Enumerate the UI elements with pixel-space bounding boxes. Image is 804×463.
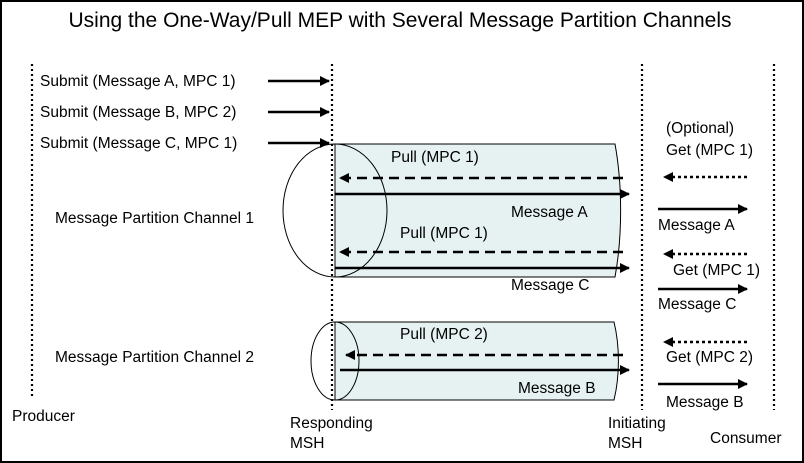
message-c-label: Message C (511, 277, 589, 294)
message-b-label: Message B (518, 380, 596, 397)
consumer-label: Consumer (710, 430, 782, 447)
pull-mpc2-label: Pull (MPC 2) (400, 326, 488, 343)
optional-label: (Optional) (666, 120, 734, 137)
message-a-label: Message A (511, 204, 588, 221)
pull-mpc1-label-1: Pull (MPC 1) (391, 149, 479, 166)
channel-2-label: Message Partition Channel 2 (55, 349, 254, 366)
submit-c-label: Submit (Message C, MPC 1) (40, 135, 237, 152)
submit-b-label: Submit (Message B, MPC 2) (40, 104, 236, 121)
get-mpc1-label-1: Get (MPC 1) (666, 142, 753, 159)
producer-label: Producer (12, 408, 75, 425)
pull-mpc1-label-2: Pull (MPC 1) (400, 225, 488, 242)
submit-a-label: Submit (Message A, MPC 1) (40, 73, 236, 90)
deliver-c-label: Message C (658, 296, 736, 313)
deliver-b-label: Message B (666, 394, 744, 411)
channel-2-body (334, 321, 619, 401)
channel-2-opening (310, 321, 360, 401)
initiating-label-line2: MSH (608, 435, 642, 452)
diagram-title: Using the One-Way/Pull MEP with Several … (69, 9, 732, 32)
get-mpc2-label: Get (MPC 2) (666, 349, 753, 366)
get-mpc1-label-2: Get (MPC 1) (673, 262, 760, 279)
channel-1-label: Message Partition Channel 1 (55, 210, 254, 227)
responding-label-line1: Responding (290, 415, 373, 432)
channel-1-opening (282, 143, 388, 278)
responding-label-line2: MSH (290, 435, 324, 452)
initiating-label-line1: Initiating (608, 415, 666, 432)
deliver-a-label: Message A (658, 217, 735, 234)
